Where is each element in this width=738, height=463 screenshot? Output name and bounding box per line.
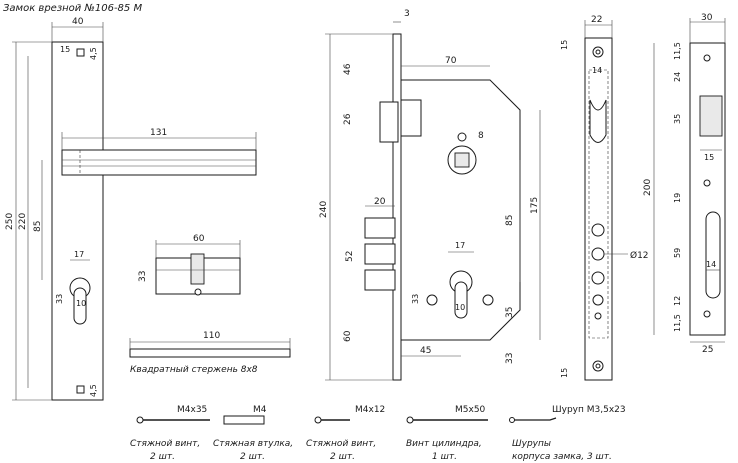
- lock-bolt-3: [364, 269, 396, 291]
- cylinder-cam: [190, 253, 205, 285]
- faceplate-width-label: 22: [591, 15, 602, 25]
- striker-base-label: 25: [702, 345, 713, 355]
- plate-cyl-width-label: 17: [74, 250, 84, 259]
- striker-w1-label: 15: [704, 153, 714, 162]
- fasteners-row: М4х35 Стяжной винт, 2 шт. М4 Стяжная вту…: [130, 405, 626, 462]
- faceplate-inner-label: 14: [592, 66, 602, 75]
- lock-faceplate-thickness-label: 3: [404, 9, 410, 19]
- lock-bolt-width-label: 20: [374, 197, 386, 207]
- lock-backset-label: 45: [420, 346, 431, 356]
- striker-bottom-label: 11,5: [673, 314, 682, 332]
- spindle-view: 110 Квадратный стержень 8х8: [129, 331, 291, 375]
- lock-square-label: 8: [478, 131, 484, 141]
- lock-latch-height-label: 26: [343, 113, 353, 125]
- handle-lever-view: 131: [61, 128, 257, 176]
- fastener-caption-1b: 2 шт.: [150, 452, 175, 462]
- fastener-caption-4a: Винт цилиндра,: [406, 439, 482, 449]
- lock-body-width-label: 70: [445, 56, 457, 66]
- lock-body: [400, 79, 521, 341]
- fastener-caption-5a: Шурупы: [512, 439, 551, 449]
- fastener-caption-1a: Стяжной винт,: [130, 439, 200, 449]
- fastener-spec-3: М4х12: [355, 405, 385, 415]
- lock-bolt-1: [364, 217, 396, 239]
- striker-h1-label: 35: [673, 114, 682, 124]
- handle-plate-view: 40 250 220 85 15 4,5 4,5 17 33 10: [5, 17, 104, 401]
- plate-top-offset-label: 15: [60, 45, 70, 54]
- lock-cyl-d-label: 10: [455, 303, 465, 312]
- lock-bottom-end-label: 33: [505, 353, 515, 364]
- fastener-spec-5: Шуруп М3,5х23: [552, 405, 626, 415]
- fastener-spec-1: М4х35: [177, 405, 207, 415]
- cylinder-height-label: 33: [138, 271, 148, 282]
- lock-latch: [379, 101, 399, 143]
- handle-plate: [51, 41, 104, 401]
- handle-length-label: 131: [150, 128, 167, 138]
- lock-bolt-height-label: 52: [345, 251, 355, 262]
- fastener-caption-2a: Стяжная втулка,: [213, 439, 293, 449]
- faceplate-bottom-label: 15: [560, 368, 569, 378]
- fastener-caption-5b: корпуса замка, 3 шт.: [512, 452, 612, 462]
- fastener-spec-2: М4: [253, 405, 267, 415]
- lock-body-height-label: 175: [530, 197, 540, 214]
- faceplate: [584, 37, 613, 381]
- striker-top2-label: 24: [673, 72, 682, 82]
- plate-bottom-hole: [76, 385, 85, 394]
- plate-height-mid-label: 220: [18, 213, 28, 230]
- fastener-caption-2b: 2 шт.: [240, 452, 265, 462]
- faceplate-view: 22 15 14 Ø12 15: [560, 15, 649, 381]
- lock-faceplate-strip: [392, 33, 402, 381]
- striker-h2-label: 19: [673, 193, 682, 203]
- lock-cyl-hole-label: 33: [411, 294, 420, 304]
- plate-top-hole: [76, 48, 85, 57]
- plate-hole-d-bottom-label: 4,5: [89, 384, 98, 397]
- lock-bottom-offset-label: 35: [505, 307, 515, 318]
- striker-h4-label: 12: [673, 296, 682, 306]
- spindle-bar: [129, 348, 291, 358]
- fastener-caption-3b: 2 шт.: [330, 452, 355, 462]
- cylinder-length-label: 60: [193, 234, 205, 244]
- spindle-caption: Квадратный стержень 8х8: [130, 365, 258, 375]
- drawing-title: Замок врезной №106-85 М: [3, 3, 142, 14]
- cylinder-view: 60 33: [138, 234, 241, 296]
- spindle-length-label: 110: [203, 331, 220, 341]
- lock-center-distance-label: 85: [505, 215, 515, 226]
- handle-lever: [61, 149, 257, 176]
- plate-height-total-label: 250: [5, 213, 15, 230]
- lock-cyl-width-label: 17: [455, 241, 465, 250]
- striker-width-label: 30: [701, 13, 713, 23]
- plate-cyl-d-label: 10: [76, 299, 86, 308]
- lock-top-label: 46: [343, 63, 353, 75]
- striker-height-label: 200: [643, 179, 653, 196]
- striker-w2-label: 14: [706, 260, 716, 269]
- striker-view: 30 11,5 24 35 15 200 19 59 14 12 11,5 25: [643, 13, 726, 355]
- striker-h3-label: 59: [673, 248, 682, 258]
- plate-cyl-height-label: 33: [55, 294, 64, 304]
- lock-height-label: 240: [319, 201, 329, 218]
- lock-bottom-label: 60: [343, 330, 353, 342]
- plate-width-label: 40: [72, 17, 84, 27]
- fastener-caption-3a: Стяжной винт,: [306, 439, 376, 449]
- faceplate-hole-d-label: Ø12: [630, 250, 649, 261]
- fastener-caption-4b: 1 шт.: [432, 452, 457, 462]
- striker-top1-label: 11,5: [673, 42, 682, 60]
- plate-hole-d-label: 4,5: [89, 47, 98, 60]
- plate-backset-label: 85: [33, 221, 43, 232]
- fastener-spec-4: М5х50: [455, 405, 486, 415]
- plate-cyl-slot: [73, 287, 87, 325]
- lock-body-view: 3 8 20 52 17 33 10 70 46 26 24: [319, 9, 541, 381]
- faceplate-top-label: 15: [560, 40, 569, 50]
- lock-bolt-2: [364, 243, 396, 265]
